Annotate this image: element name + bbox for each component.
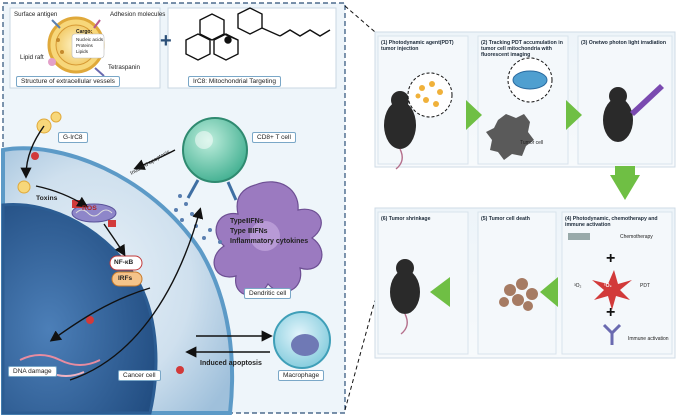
surface-antigen-label: Surface antigen <box>14 11 58 18</box>
extracellular-vesicle-icon <box>47 16 105 77</box>
irc8-inset <box>167 7 337 89</box>
irc8-title: IrC8: Mitochondrial Targeting <box>188 76 281 87</box>
zoom-connector <box>344 5 376 411</box>
cd8-label: CD8+ T cell <box>252 132 296 143</box>
step-6-label: (6) Tumor shrinkage <box>381 216 431 222</box>
macrophage-icon <box>273 311 331 369</box>
ev-title: Structure of extracellular vessels <box>16 76 120 87</box>
ifn-3-label: Inflammatory cytokines <box>230 238 309 245</box>
step-4-label: (4) Photodynamic, chemotherapy and immun… <box>565 216 658 229</box>
adhesion-label: Adhesion molecules <box>110 11 166 18</box>
antibody-icon <box>602 323 622 345</box>
ev-particle <box>50 111 62 123</box>
irc8-molecule-icon <box>185 7 331 61</box>
green-arrow-down-tail <box>615 166 635 176</box>
right-panel <box>374 31 676 359</box>
green-arrow-left <box>430 277 450 307</box>
g-irc8-label: G-IrC8 <box>58 132 88 143</box>
step-2-label: (2) Tracking PDT accumulation in tumor c… <box>481 40 563 59</box>
cytokine-dots <box>174 194 222 244</box>
plus-sign: + <box>160 30 172 52</box>
toxins-label: Toxins <box>36 195 58 202</box>
induced-apoptosis-label: Induced apoptosis <box>200 360 262 367</box>
t-cell-icon <box>182 117 248 201</box>
irfs-label: IRFs <box>118 275 133 282</box>
green-arrow-right <box>466 100 482 130</box>
chemotherapy-label: Chemotherapy <box>620 234 653 240</box>
ros-label: ROS <box>82 205 97 212</box>
pdt-star-icon <box>592 270 632 310</box>
step-5-label: (5) Tumor cell death <box>481 216 530 222</box>
dead-tumor-cells <box>499 278 538 311</box>
dna-damage-label: DNA damage <box>8 366 57 377</box>
cargo-1-label: Nucleic acids <box>76 37 104 42</box>
macrophage-label: Macrophage <box>278 370 325 381</box>
cargo-head-label: Cargo: <box>76 29 93 35</box>
cancer-cell-label: Cancer cell <box>118 370 161 381</box>
step-1-label: (1) Photodynamic agent(PDT) tumor inject… <box>381 40 454 53</box>
dendritic-nucleus <box>250 221 280 251</box>
immune-activation-label: Immune activation <box>628 336 669 342</box>
cargo-2-label: Proteins <box>76 43 93 48</box>
lipid-raft-label: Lipid raft <box>20 54 44 61</box>
laser-icon <box>630 84 664 116</box>
nfkb-label: NF-κB <box>114 259 134 266</box>
irfs-oval <box>111 271 143 287</box>
mouse-icon <box>603 87 633 142</box>
mitochondria-icon <box>512 70 548 90</box>
ifn-1-label: TypeⅠIFNs <box>230 218 264 225</box>
plus-sign-upper: + <box>606 250 616 267</box>
ros-dot <box>31 152 39 160</box>
ros-dot <box>86 316 94 324</box>
tetraspanin-label: Tetraspanin <box>108 64 140 71</box>
tumor-cell-label: Tumor cell <box>520 140 544 146</box>
nanoparticle-zoom <box>407 72 453 118</box>
chemo-syringe-icon <box>568 233 590 240</box>
dendritic-label: Dendritic cell <box>244 288 292 299</box>
pathway-arrows <box>20 125 273 381</box>
step-3-label: (3) Onetwo photon light irradiation <box>581 40 667 46</box>
toxin-square <box>108 220 116 227</box>
green-arrow-down <box>610 175 640 200</box>
ros-dot <box>176 366 184 374</box>
cargo-3-label: Lipids <box>76 49 89 54</box>
ifn-2-label: Type ⅡIFNs <box>230 228 268 235</box>
tumor-cell-shape <box>486 114 534 160</box>
step-box-3 <box>577 35 673 165</box>
ev-particle <box>17 180 31 194</box>
nfkb-oval <box>109 255 143 271</box>
pdt-label: PDT <box>640 283 650 289</box>
mitochondria-icon <box>71 203 117 223</box>
o2-left-label: ³O₂ <box>574 283 582 289</box>
green-arrow-left <box>540 277 558 307</box>
mouse-icon <box>390 259 420 335</box>
o2-right-label: ¹O₂ <box>604 283 612 289</box>
green-arrow-right <box>566 100 582 130</box>
plus-sign-lower: + <box>606 304 616 321</box>
nanoparticle-dots <box>415 81 443 107</box>
left-panel <box>1 2 346 415</box>
mouse-icon <box>384 91 416 170</box>
